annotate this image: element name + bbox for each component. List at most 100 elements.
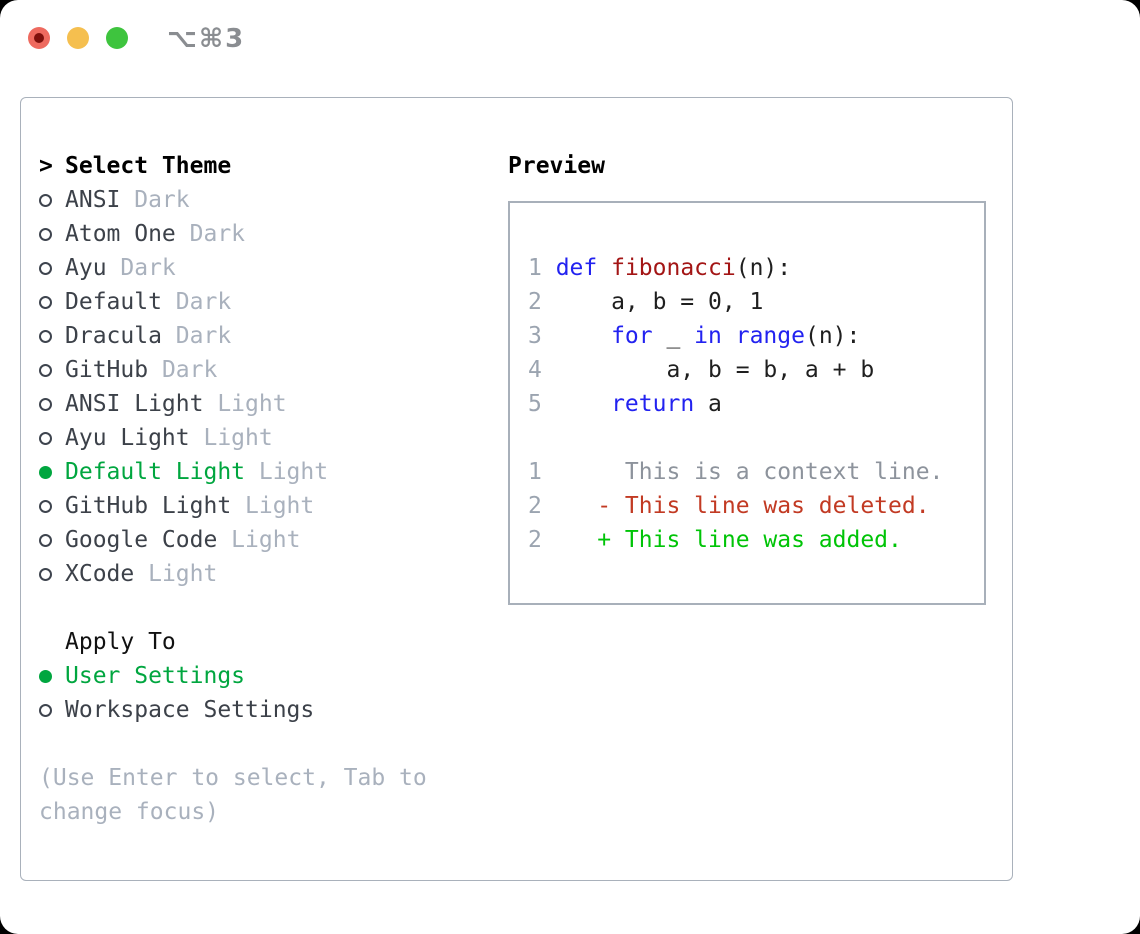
apply-option-label: User Settings [65, 663, 246, 689]
preview-line: 4 a, b = b, a + b [528, 353, 984, 387]
radio-icon [39, 703, 52, 717]
preview-line: 5 return a [528, 387, 984, 421]
preview-line: 2 - This line was deleted. [528, 489, 984, 523]
code-segment: (n): [804, 323, 861, 349]
theme-item-ansi[interactable]: ANSI Dark [39, 183, 499, 217]
theme-name: Ayu [65, 255, 107, 281]
theme-name: ANSI Light [65, 391, 204, 417]
preview-line: 1 This is a context line. [528, 455, 984, 489]
code-segment: a [694, 391, 722, 417]
theme-name: GitHub [65, 357, 149, 383]
theme-variant: Light [231, 493, 315, 519]
radio-icon [39, 499, 52, 513]
line-number: 2 [528, 289, 542, 315]
theme-name: Ayu Light [65, 425, 190, 451]
theme-item-atom-one[interactable]: Atom One Dark [39, 217, 499, 251]
zoom-button[interactable] [106, 27, 128, 49]
theme-item-google-code[interactable]: Google Code Light [39, 523, 499, 557]
theme-item-github[interactable]: GitHub Dark [39, 353, 499, 387]
code-segment: a, b = 0, 1 [555, 289, 764, 315]
preview-line [528, 421, 984, 455]
code-segment: (n): [735, 255, 792, 281]
theme-item-default-light[interactable]: Default Light Light [39, 455, 499, 489]
code-segment: _ [652, 323, 695, 349]
select-theme-heading: Select Theme [65, 153, 232, 179]
theme-variant: Light [134, 561, 218, 587]
apply-option-label: Workspace Settings [65, 697, 315, 723]
code-segment: def [555, 255, 598, 281]
radio-icon [39, 329, 52, 343]
theme-name: XCode [65, 561, 135, 587]
theme-item-ayu[interactable]: Ayu Dark [39, 251, 499, 285]
spacer [39, 591, 499, 625]
line-number: 1 [528, 459, 542, 485]
line-number: 5 [528, 391, 542, 417]
code-segment: in [694, 323, 722, 349]
code-segment: This is a context line. [555, 459, 944, 485]
line-number: 3 [528, 323, 542, 349]
line-number: 2 [528, 493, 542, 519]
select-theme-heading-row: > Select Theme [39, 149, 499, 183]
spacer [39, 727, 499, 761]
code-segment: - This line was deleted. [555, 493, 930, 519]
theme-item-dracula[interactable]: Dracula Dark [39, 319, 499, 353]
apply-option-user-settings[interactable]: User Settings [39, 659, 499, 693]
radio-selected-icon [39, 669, 52, 683]
theme-variant: Light [217, 527, 301, 553]
code-segment: a, b = b, a + b [555, 357, 875, 383]
preview-line: 2 a, b = 0, 1 [528, 285, 984, 319]
radio-icon [39, 533, 52, 547]
keyboard-hint: (Use Enter to select, Tab to change focu… [39, 765, 427, 825]
code-segment [556, 323, 611, 349]
radio-icon [39, 363, 52, 377]
theme-variant: Dark [148, 357, 218, 383]
theme-name: Dracula [65, 323, 162, 349]
code-segment: fibonacci [611, 255, 736, 281]
apply-to-heading: Apply To [65, 629, 176, 655]
code-segment: for [611, 323, 653, 349]
theme-item-ansi-light[interactable]: ANSI Light Light [39, 387, 499, 421]
theme-variant: Light [245, 459, 329, 485]
code-segment [597, 255, 611, 281]
preview-heading-row: Preview [508, 149, 1008, 183]
line-number: 2 [528, 527, 542, 553]
theme-variant: Light [203, 391, 287, 417]
theme-name: Google Code [65, 527, 218, 553]
code-segment [556, 391, 611, 417]
apply-option-workspace-settings[interactable]: Workspace Settings [39, 693, 499, 727]
minimize-button[interactable] [67, 27, 89, 49]
radio-icon [39, 431, 52, 445]
radio-icon [39, 261, 52, 275]
window-title-shortcut: ⌥⌘3 [167, 24, 246, 54]
radio-icon [39, 567, 52, 581]
theme-name: Atom One [65, 221, 176, 247]
theme-name: GitHub Light [65, 493, 232, 519]
preview-line: 3 for _ in range(n): [528, 319, 984, 353]
theme-item-default[interactable]: Default Dark [39, 285, 499, 319]
preview-line: 1 def fibonacci(n): [528, 251, 984, 285]
theme-variant: Dark [175, 221, 246, 247]
line-number: 1 [528, 255, 542, 281]
theme-name: ANSI [65, 187, 121, 213]
theme-variant: Dark [161, 323, 232, 349]
close-button[interactable] [28, 27, 50, 49]
theme-item-github-light[interactable]: GitHub Light Light [39, 489, 499, 523]
theme-name: Default [65, 289, 162, 315]
titlebar: ⌥⌘3 [0, 0, 1140, 76]
cursor-icon: > [39, 153, 53, 179]
radio-icon [39, 397, 52, 411]
theme-name: Default Light [65, 459, 246, 485]
theme-item-xcode[interactable]: XCode Light [39, 557, 499, 591]
radio-icon [39, 295, 52, 309]
close-dot-icon [34, 33, 44, 43]
preview-line: 2 + This line was added. [528, 523, 984, 557]
theme-variant: Dark [120, 187, 190, 213]
theme-variant: Light [189, 425, 273, 451]
theme-item-ayu-light[interactable]: Ayu Light Light [39, 421, 499, 455]
